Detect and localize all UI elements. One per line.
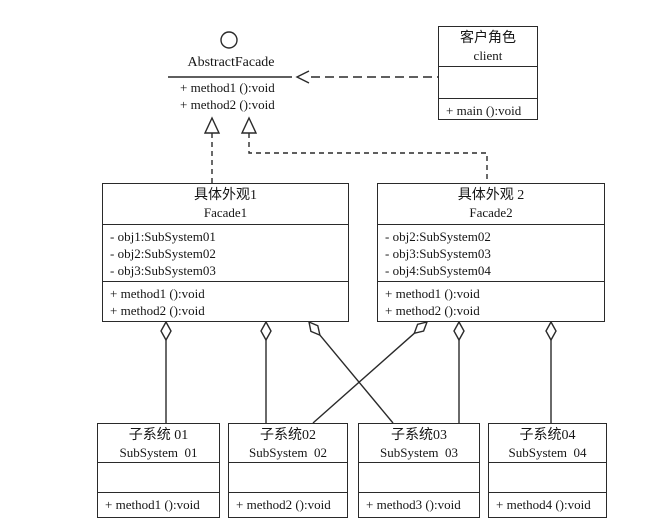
aggregation-diamond-icon [413,321,429,335]
client-title-compartment: 客户角色 client [439,27,537,66]
aggregation-line [312,332,415,424]
subsystem04-title-cn: 子系统04 [519,428,576,443]
subsystem03-attributes-compartment [359,462,479,492]
subsystem02-attributes-compartment [229,462,347,492]
aggregation-diamond-icon [260,320,272,342]
facade2-method: + method2 ():void [385,303,480,318]
facade1-attribute: - obj3:SubSystem03 [110,263,216,278]
facade2-attributes-compartment: - obj2:SubSystem02 - obj3:SubSystem03 - … [378,224,604,281]
subsystem03-title-compartment: 子系统03 SubSystem 03 [359,424,479,462]
client-title-en: client [473,48,503,63]
class-box-facade2: 具体外观 2 Facade2 - obj2:SubSystem02 - obj3… [377,183,605,322]
facade2-attribute: - obj3:SubSystem03 [385,246,491,261]
aggregation-diamond-icon [308,320,321,337]
subsystem02-method: + method2 ():void [236,497,331,512]
client-method: + main ():void [446,103,522,118]
class-box-subsystem02: 子系统02 SubSystem 02 + method2 ():void [228,423,348,518]
facade1-attribute: - obj2:SubSystem02 [110,246,216,261]
facade1-attributes-compartment: - obj1:SubSystem01 - obj2:SubSystem02 - … [103,224,348,281]
facade2-title-cn: 具体外观 2 [457,188,525,203]
subsystem01-title-en: SubSystem 01 [119,445,198,460]
class-box-client: 客户角色 client + main ():void [438,26,538,120]
interface-method: + method1 ():void [180,80,275,95]
subsystem04-method: + method4 ():void [496,497,591,512]
interface-method-list: + method1 ():void + method2 ():void [180,79,275,113]
subsystem02-methods-compartment: + method2 ():void [229,492,347,517]
facade2-method: + method1 ():void [385,286,480,301]
facade1-title-en: Facade1 [203,205,248,220]
aggregation-diamond-icon [545,320,557,342]
subsystem01-title-cn: 子系统 01 [128,428,189,443]
facade2-methods-compartment: + method1 ():void + method2 ():void [378,281,604,321]
interface-lollipop-icon [220,31,238,49]
interface-name: AbstractFacade [187,55,275,70]
client-methods-compartment: + main ():void [439,98,537,119]
class-box-subsystem03: 子系统03 SubSystem 03 + method3 ():void [358,423,480,518]
facade2-title-en: Facade2 [469,205,513,220]
facade1-methods-compartment: + method1 ():void + method2 ():void [103,281,348,321]
realization-dashed-line [248,133,488,183]
facade1-attribute: - obj1:SubSystem01 [110,229,216,244]
facade2-title-compartment: 具体外观 2 Facade2 [378,184,604,224]
realization-triangle-icon [203,116,221,134]
subsystem03-method: + method3 ():void [366,497,461,512]
subsystem01-method: + method1 ():void [105,497,200,512]
client-title-cn: 客户角色 [460,31,516,46]
subsystem02-title-compartment: 子系统02 SubSystem 02 [229,424,347,462]
realization-triangle-icon [240,116,258,134]
subsystem03-methods-compartment: + method3 ():void [359,492,479,517]
subsystem04-title-en: SubSystem 04 [508,445,587,460]
subsystem02-title-cn: 子系统02 [260,428,316,443]
subsystem03-title-cn: 子系统03 [391,428,447,443]
subsystem01-methods-compartment: + method1 ():void [98,492,219,517]
facade1-title-cn: 具体外观1 [194,188,257,203]
subsystem01-attributes-compartment [98,462,219,492]
facade1-method: + method2 ():void [110,303,205,318]
aggregation-diamond-icon [453,320,465,342]
aggregation-line [319,334,394,424]
class-box-subsystem01: 子系统 01 SubSystem 01 + method1 ():void [97,423,220,518]
facade2-attribute: - obj4:SubSystem04 [385,263,491,278]
facade1-method: + method1 ():void [110,286,205,301]
subsystem04-attributes-compartment [489,462,606,492]
client-attributes-compartment [439,66,537,98]
facade2-attribute: - obj2:SubSystem02 [385,229,491,244]
subsystem02-title-en: SubSystem 02 [248,445,327,460]
subsystem01-title-compartment: 子系统 01 SubSystem 01 [98,424,219,462]
dependency-arrowhead-icon [295,70,310,84]
class-box-subsystem04: 子系统04 SubSystem 04 + method4 ():void [488,423,607,518]
subsystem04-title-compartment: 子系统04 SubSystem 04 [489,424,606,462]
aggregation-diamond-icon [160,320,172,342]
facade1-title-compartment: 具体外观1 Facade1 [103,184,348,224]
subsystem04-methods-compartment: + method4 ():void [489,492,606,517]
subsystem03-title-en: SubSystem 03 [379,445,458,460]
interface-method: + method2 ():void [180,97,275,112]
class-box-facade1: 具体外观1 Facade1 - obj1:SubSystem01 - obj2:… [102,183,349,322]
